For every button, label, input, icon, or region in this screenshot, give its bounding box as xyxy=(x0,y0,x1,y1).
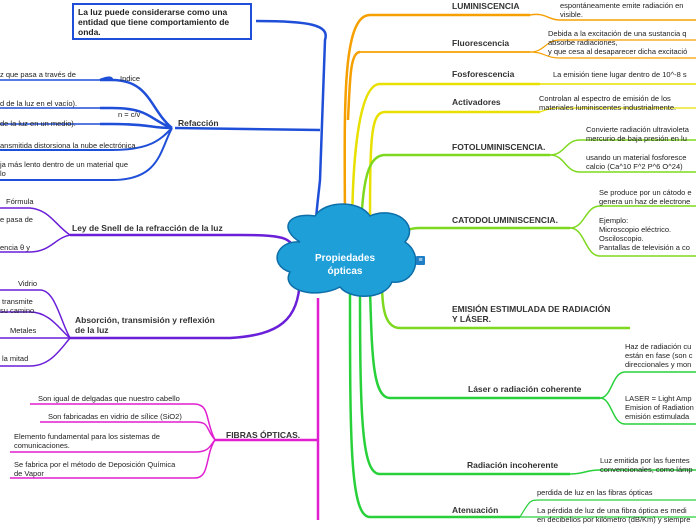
fibras-item-3[interactable]: Elemento fundamental para los sistemas d… xyxy=(14,432,160,441)
atenuacion-desc-2a[interactable]: La pérdida de luz de una fibra óptica es… xyxy=(537,506,687,515)
absorcion-label-1[interactable]: Absorción, transmisión y reflexión xyxy=(75,315,215,325)
laser-links xyxy=(348,289,696,519)
snell-formula[interactable]: Fórmula xyxy=(6,197,34,206)
fluorescencia-desc-1[interactable]: Debida a la excitación de una sustancia … xyxy=(548,29,687,38)
fibras-item-2[interactable]: Son fabricadas en vidrio de sílice (SiO2… xyxy=(48,412,182,421)
incoherente-desc-1[interactable]: Luz emitida por las fuentes xyxy=(600,456,690,465)
refraccion-item-2[interactable]: d de la luz en el vacío). xyxy=(0,99,78,108)
refraccion-item-3[interactable]: de la luz en un medio). xyxy=(0,119,76,128)
luminiscencia-links xyxy=(343,13,696,241)
snell-label[interactable]: Ley de Snell de la refracción de la luz xyxy=(72,223,223,233)
refraccion-item-6: lo xyxy=(0,169,6,178)
refraccion-item-5[interactable]: ja más lento dentro de un material que xyxy=(0,160,128,169)
refraccion-links xyxy=(0,19,327,241)
root-label-line2: ópticas xyxy=(327,266,363,277)
refraccion-item-1[interactable]: z que pasa a través de xyxy=(0,70,76,79)
fotolum-b-1[interactable]: usando un material fosforesce xyxy=(586,153,687,162)
indice-label[interactable]: Indice xyxy=(120,74,141,83)
fotolum-b-2: calcio (Ca^10 F^2 P^6 O^24) xyxy=(586,162,683,171)
root-bubble xyxy=(276,203,417,297)
fibras-item-1[interactable]: Son igual de delgadas que nuestro cabell… xyxy=(38,394,180,403)
catodolum-ej-2: Osciloscopio. xyxy=(599,234,644,243)
fotolum-label[interactable]: FOTOLUMINISCENCIA. xyxy=(452,142,546,152)
absorcion-item-3[interactable]: la mitad xyxy=(2,354,29,363)
fotolum-a-1[interactable]: Convierte radiación ultravioleta xyxy=(586,125,689,134)
catodolum-ej-1: Microscopio eléctrico. xyxy=(599,225,672,234)
absorcion-label-2: de la luz xyxy=(75,325,109,335)
catodolum-a-2: genera un haz de electrone xyxy=(599,197,691,206)
fibras-links xyxy=(10,298,320,520)
fibras-label[interactable]: FIBRAS ÓPTICAS. xyxy=(226,430,301,440)
activadores-desc-2: materiales luminiscentes industrialmente… xyxy=(539,103,677,112)
laser-b-1[interactable]: LASER = Light Amp xyxy=(625,394,692,403)
laser-label[interactable]: Láser o radiación coherente xyxy=(468,384,582,394)
atenuacion-label[interactable]: Atenuación xyxy=(452,505,499,515)
fluorescencia-label[interactable]: Fluorescencia xyxy=(452,38,510,48)
expand-icon[interactable]: ≡ xyxy=(416,256,425,265)
atenuacion-desc-1[interactable]: perdida de luz en las fibras ópticas xyxy=(537,488,653,497)
root-node-label[interactable]: Propiedades ópticas xyxy=(300,252,390,278)
laser-a-3: direccionales y mon xyxy=(625,360,692,369)
absorcion-item-2: su camino. xyxy=(0,306,37,315)
root-label-line1: Propiedades xyxy=(314,253,376,264)
fosforescencia-desc[interactable]: La emisión tiene lugar dentro de 10^-8 s xyxy=(553,70,687,79)
n-formula-label[interactable]: n = c/v xyxy=(118,110,141,119)
refraccion-item-4[interactable]: ansmitida distorsiona la nube electrónic… xyxy=(0,141,136,150)
absorcion-item-1[interactable]: transmite xyxy=(2,297,33,306)
metales-label[interactable]: Metales xyxy=(10,326,37,335)
fibras-item-4[interactable]: Se fabrica por el método de Deposición Q… xyxy=(14,460,176,469)
catodolum-label[interactable]: CATODOLUMINISCENCIA. xyxy=(452,215,558,225)
activadores-label[interactable]: Activadores xyxy=(452,97,501,107)
laser-a-1[interactable]: Haz de radiación cu xyxy=(625,342,692,351)
fosforescencia-label[interactable]: Fosforescencia xyxy=(452,69,515,79)
emision-label-2: Y LÁSER. xyxy=(452,314,492,324)
catodolum-a-1[interactable]: Se produce por un cátodo e xyxy=(599,188,692,197)
snell-item-2[interactable]: encia θ y xyxy=(0,243,31,252)
emision-label-1[interactable]: EMISIÓN ESTIMULADA DE RADIACIÓN xyxy=(452,304,611,314)
activadores-desc-1[interactable]: Controlan al espectro de emisión de los xyxy=(539,94,671,103)
note-box[interactable]: La luz puede considerarse como una entid… xyxy=(72,3,252,40)
laser-b-3: emisión estimulada xyxy=(625,412,690,421)
laser-a-2: están en fase (son c xyxy=(625,351,693,360)
incoherente-label[interactable]: Radiación incoherente xyxy=(467,460,559,470)
fibras-item-4b: de Vapor xyxy=(14,469,44,478)
luminiscencia-label[interactable]: LUMINISCENCIA xyxy=(452,1,520,11)
catodolum-ej[interactable]: Ejemplo: xyxy=(599,216,629,225)
incoherente-desc-2: convencionales, como lámp xyxy=(600,465,693,474)
fluorescencia-desc-2: absorbe radiaciones, xyxy=(548,38,618,47)
luminiscencia-desc-1[interactable]: espontáneamente emite radiación en xyxy=(560,1,684,10)
snell-item-1[interactable]: e pasa de xyxy=(0,215,33,224)
vidrio-label[interactable]: Vidrio xyxy=(18,279,38,288)
laser-b-2: Emision of Radiation xyxy=(625,403,694,412)
fibras-item-3b: comunicaciones. xyxy=(14,441,70,450)
fotolum-a-2: mercurio de baja presión en lu xyxy=(586,134,687,143)
luminiscencia-desc-2: visible. xyxy=(560,10,583,19)
refraccion-label[interactable]: Refacción xyxy=(178,118,219,128)
catodolum-ej-3: Pantallas de televisión a co xyxy=(599,243,690,252)
fluorescencia-desc-3: y que cesa al desaparecer dicha excitaci… xyxy=(548,47,688,56)
